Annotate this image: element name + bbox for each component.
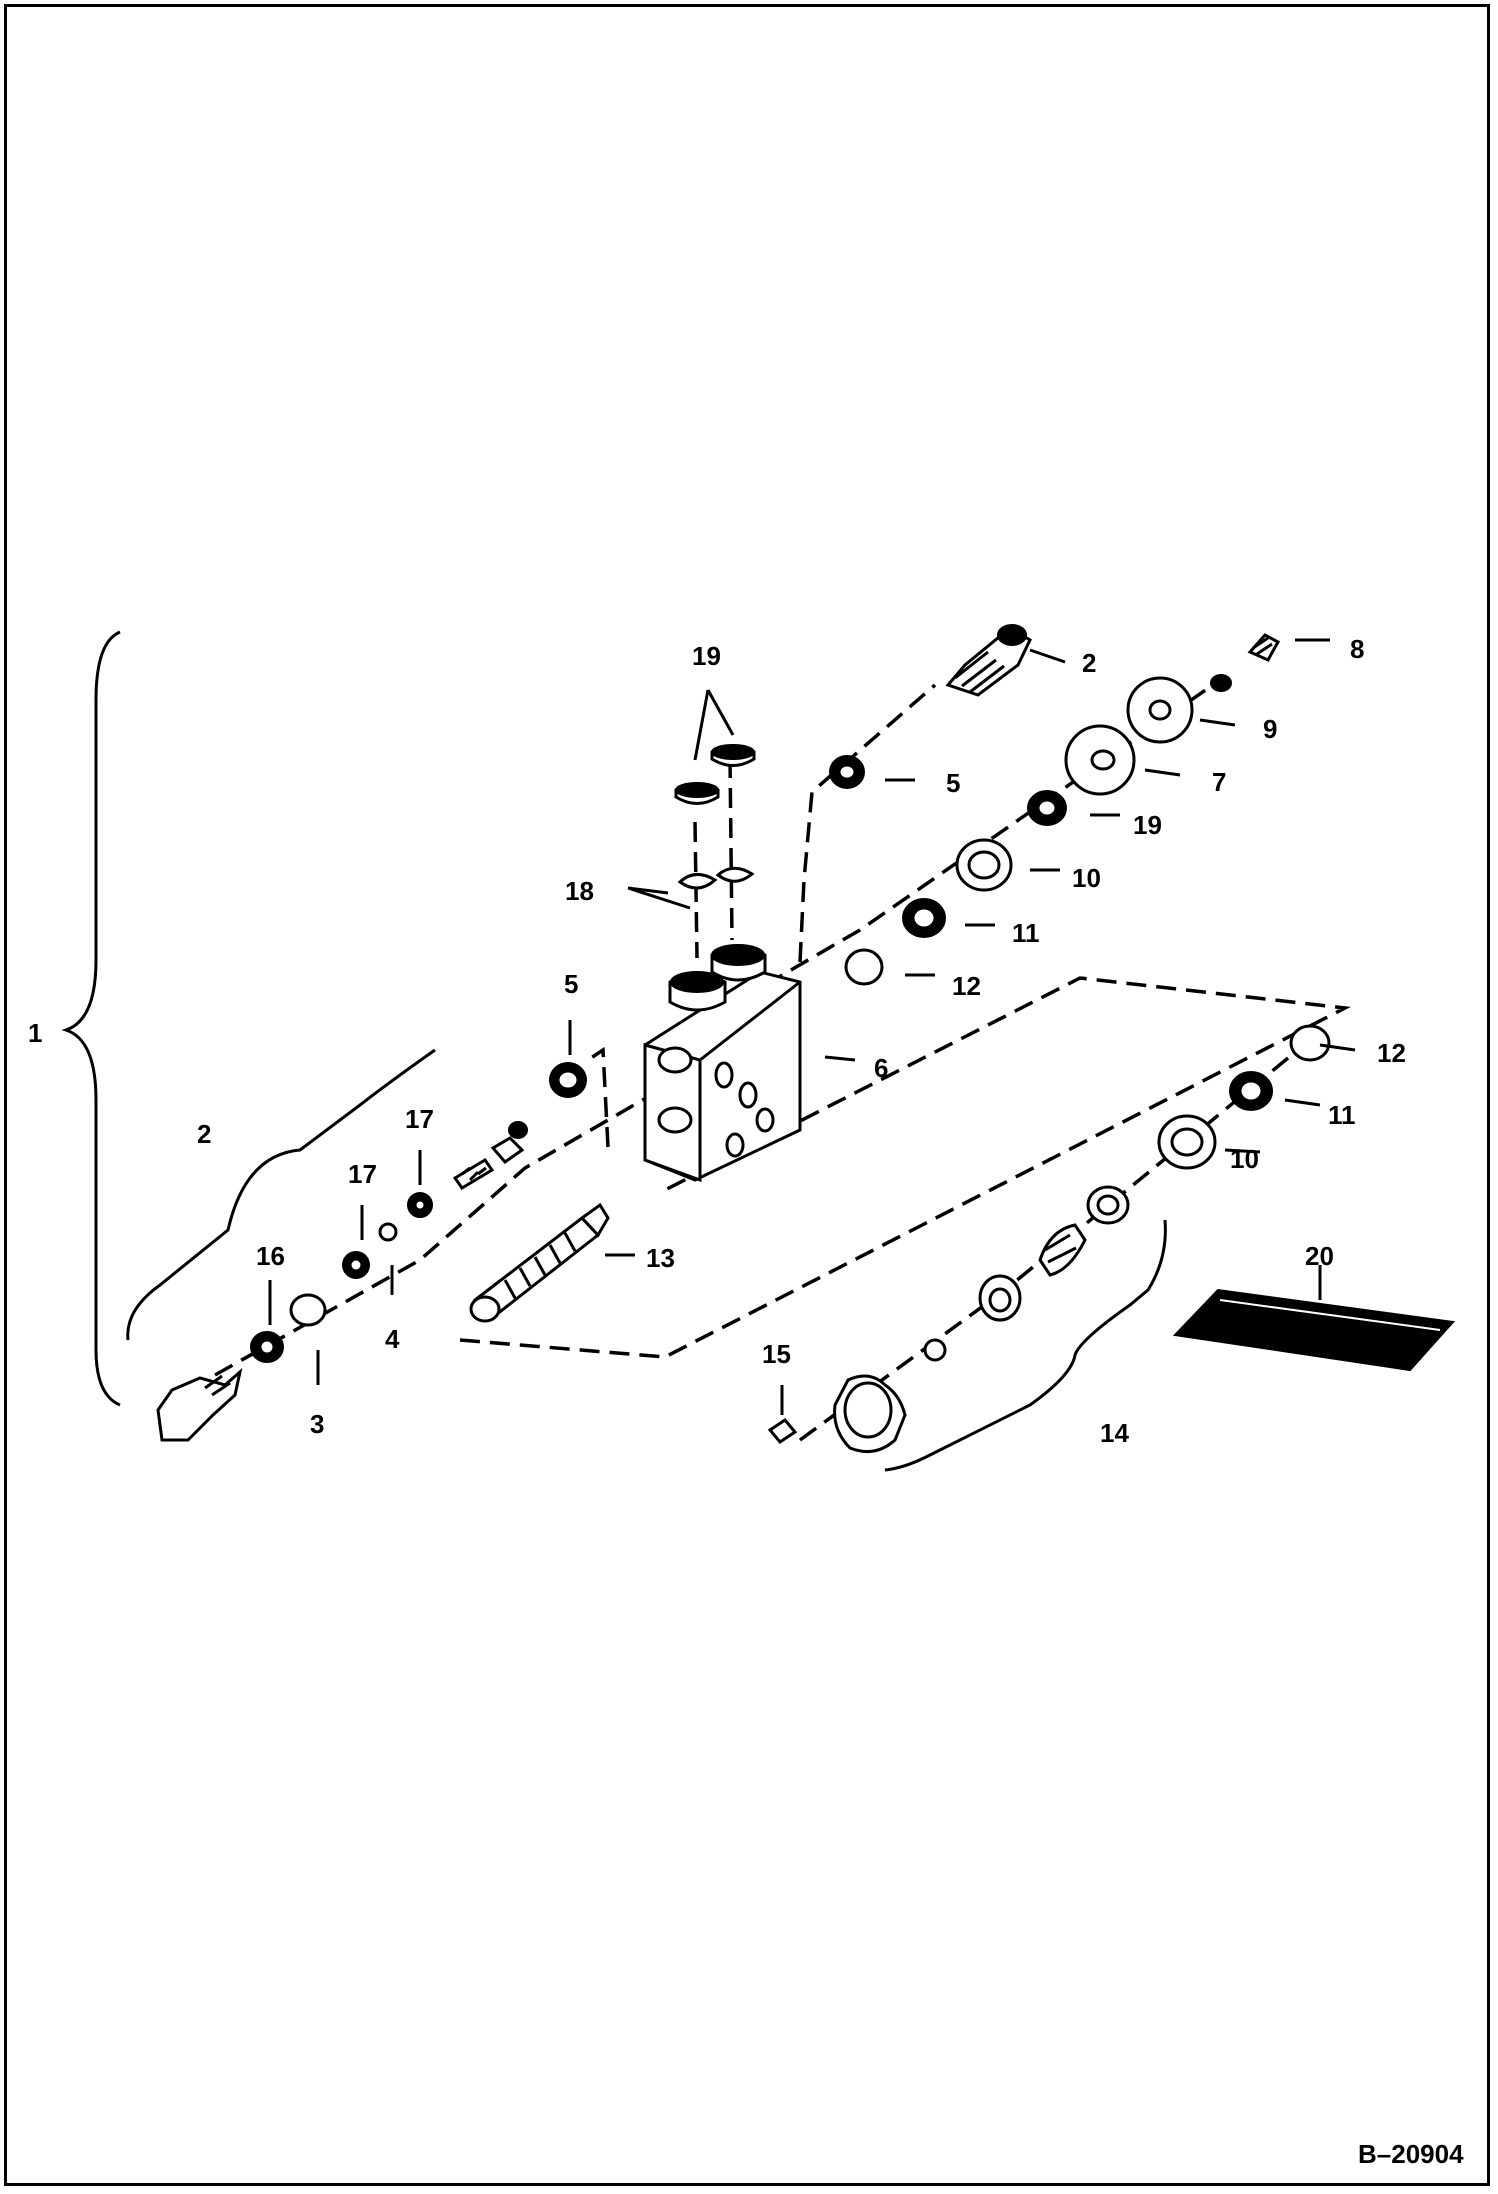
callout-10-upper: 10 [1072,863,1101,893]
callout-3: 3 [310,1409,324,1439]
oring-12-upper [844,948,884,986]
callout-17-left: 17 [348,1159,377,1189]
callout-16: 16 [256,1241,285,1271]
callout-11-lower: 11 [1328,1100,1356,1130]
callout-14: 14 [1100,1418,1129,1448]
seal-19-right-hole [1036,798,1058,818]
callout-11-upper: 11 [1012,918,1040,948]
brace-2 [126,1048,436,1341]
brace-1 [61,630,121,1407]
callout-13: 13 [646,1243,675,1273]
relief-valve-parts [156,1121,528,1442]
callout-19-right: 19 [1133,810,1162,840]
seal-11-upper-hole [911,906,937,930]
callout-12-lower: 12 [1377,1038,1406,1068]
small-plug-8 [1247,633,1281,662]
leader-lines [268,638,1356,1415]
callout-19-top: 19 [692,641,721,671]
valve-body [643,944,802,1183]
oring-12-lower [1289,1024,1331,1062]
relief-plug-upper [945,624,1032,697]
callout-6: 6 [874,1053,888,1083]
drawing-reference-number: B–20904 [1358,2139,1464,2169]
callout-10-lower: 10 [1230,1144,1259,1174]
callout-15: 15 [762,1339,791,1369]
dash-relief-port [584,1046,610,1148]
dash-relief-chain [214,1088,661,1377]
callout-1: 1 [28,1018,42,1048]
callout-20: 20 [1305,1241,1334,1271]
brace-14 [884,1219,1167,1472]
callout-18: 18 [565,876,594,906]
callout-5-upper: 5 [946,768,960,798]
dash-plug-19-right [728,757,734,941]
seal-5-upper-hole [837,763,857,781]
ring-10-upper-hole [967,850,1001,880]
washer-9-small [1210,674,1232,692]
callout-4: 4 [385,1324,400,1354]
ring-10-lower-hole [1170,1127,1204,1157]
seal-11-lower-hole [1238,1079,1264,1103]
spool-13 [469,1202,610,1323]
callout-17-right: 17 [405,1104,434,1134]
callout-5-left: 5 [564,969,578,999]
pins-18 [677,866,755,890]
seal-5-left-hole [556,1069,580,1091]
decal-20 [1172,1288,1456,1372]
dash-spool-bore [459,976,1351,1359]
plate-9-hole [1148,699,1172,721]
dash-plug-19-left [693,821,699,959]
plate-7-hole [1090,749,1116,771]
callout-8: 8 [1350,634,1364,664]
callout-12-upper: 12 [952,971,981,1001]
plug-19-top-pair [674,744,756,805]
dash-upper-port [798,683,937,963]
callout-7: 7 [1212,767,1226,797]
callout-9: 9 [1263,714,1277,744]
callout-2-plug: 2 [1082,648,1096,678]
spool-end-parts [767,1185,1130,1454]
callout-2-group: 2 [197,1119,211,1149]
